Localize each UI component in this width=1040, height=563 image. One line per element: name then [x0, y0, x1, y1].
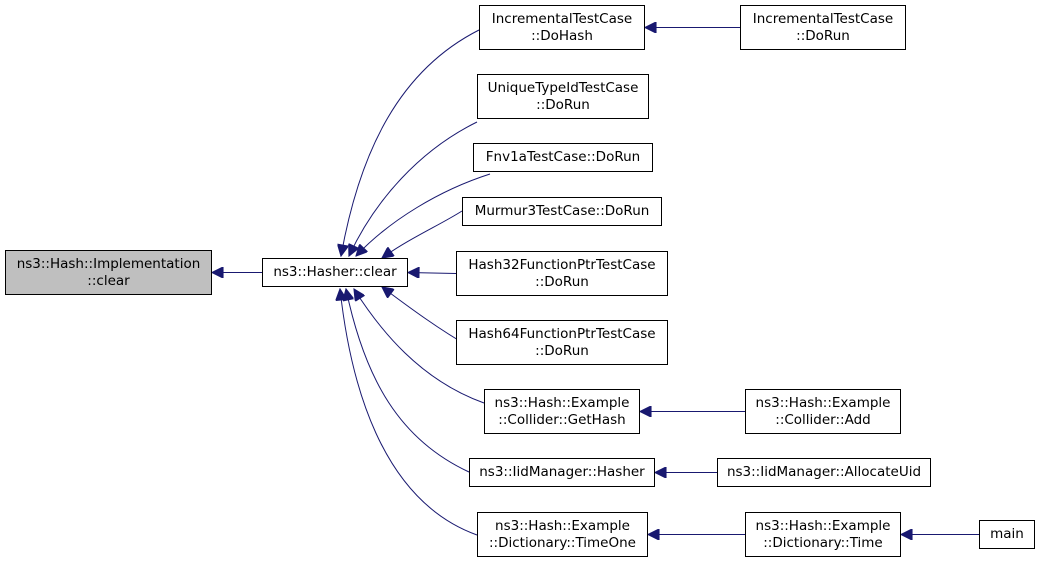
node-hasher-clear[interactable]: ns3::Hasher::clear	[262, 258, 408, 287]
edge-n6-n1	[382, 210, 463, 258]
node-main[interactable]: main	[979, 520, 1035, 549]
node-murmur3-testcase-dorun[interactable]: Murmur3TestCase::DoRun	[462, 197, 662, 226]
node-incremental-testcase-dorun[interactable]: IncrementalTestCase ::DoRun	[740, 5, 906, 50]
node-label-line: ns3::Hash::Example	[495, 517, 630, 534]
edge-n5-n1	[356, 173, 491, 256]
node-hash32-functionptr-testcase-dorun[interactable]: Hash32FunctionPtrTestCase ::DoRun	[456, 251, 668, 296]
node-label-line: ns3::Hash::Implementation	[16, 255, 201, 272]
node-incremental-testcase-dohash[interactable]: IncrementalTestCase ::DoHash	[479, 5, 645, 50]
node-label-line: ns3::IidManager::AllocateUid	[726, 464, 922, 480]
node-label-line: ::DoRun	[535, 342, 589, 359]
node-uniquetypeid-testcase-dorun[interactable]: UniqueTypeIdTestCase ::DoRun	[477, 74, 649, 119]
edge-n7-n1	[408, 273, 457, 274]
node-label-line: ns3::Hash::Example	[494, 394, 630, 411]
node-label-line: ::DoRun	[535, 273, 589, 290]
node-label-line: ::Dictionary::TimeOne	[489, 534, 636, 551]
node-hash-implementation-clear: ns3::Hash::Implementation ::clear	[5, 250, 212, 295]
node-collider-gethash[interactable]: ns3::Hash::Example ::Collider::GetHash	[484, 389, 640, 434]
node-iidmanager-hasher[interactable]: ns3::IidManager::Hasher	[469, 458, 655, 487]
edge-n13-n1	[340, 289, 478, 536]
node-fnv1a-testcase-dorun[interactable]: Fnv1aTestCase::DoRun	[473, 143, 653, 172]
node-label-line: ::Collider::Add	[775, 411, 871, 428]
node-label-line: Murmur3TestCase::DoRun	[474, 203, 650, 219]
edge-n2-n1	[341, 29, 480, 256]
node-label-line: IncrementalTestCase	[752, 10, 894, 27]
node-collider-add[interactable]: ns3::Hash::Example ::Collider::Add	[745, 389, 901, 434]
node-label-line: ::Dictionary::Time	[763, 534, 883, 551]
node-label-line: IncrementalTestCase	[491, 10, 633, 27]
node-label-line: ::DoHash	[531, 27, 593, 44]
node-label-line: ::DoRun	[796, 27, 850, 44]
node-dictionary-timeone[interactable]: ns3::Hash::Example ::Dictionary::TimeOne	[477, 512, 648, 557]
edge-n4-n1	[349, 121, 478, 256]
node-hash64-functionptr-testcase-dorun[interactable]: Hash64FunctionPtrTestCase ::DoRun	[456, 320, 668, 365]
node-label-line: ns3::Hash::Example	[755, 517, 891, 534]
node-label-line: ns3::IidManager::Hasher	[479, 464, 645, 480]
node-label-line: ns3::Hasher::clear	[273, 264, 397, 280]
node-label-line: ::Collider::GetHash	[498, 411, 626, 428]
node-label-line: UniqueTypeIdTestCase	[487, 79, 639, 96]
node-label-line: ::DoRun	[536, 96, 590, 113]
edge-n11-n1	[346, 289, 470, 473]
node-label-line: Hash64FunctionPtrTestCase	[468, 325, 656, 342]
node-label-line: Hash32FunctionPtrTestCase	[468, 256, 656, 273]
node-label-line: ::clear	[87, 272, 130, 289]
node-iidmanager-allocateuid[interactable]: ns3::IidManager::AllocateUid	[717, 458, 931, 487]
node-dictionary-time[interactable]: ns3::Hash::Example ::Dictionary::Time	[745, 512, 901, 557]
node-label-line: main	[990, 526, 1024, 542]
node-label-line: Fnv1aTestCase::DoRun	[485, 149, 641, 165]
node-label-line: ns3::Hash::Example	[755, 394, 891, 411]
edge-n9-n1	[354, 289, 485, 404]
